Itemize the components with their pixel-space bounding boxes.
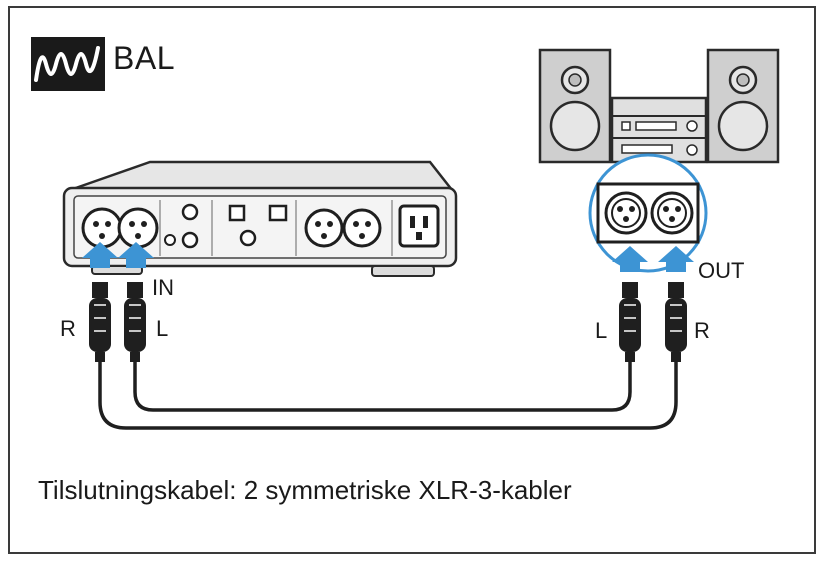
left-channel-label-amp: L (156, 316, 169, 341)
input-label: IN (152, 275, 174, 300)
output-label: OUT (698, 258, 745, 283)
cable-caption: Tilslutningskabel: 2 symmetriske XLR-3-k… (38, 475, 572, 505)
xlr-input-right-icon (81, 207, 123, 249)
xlr-plug-right (89, 282, 111, 362)
left-channel-label-stereo: L (595, 318, 608, 343)
xlr-plug-left (124, 282, 146, 362)
power-inlet-icon (398, 204, 440, 248)
xlr-plug-stereo-right (665, 282, 687, 362)
right-channel-label-amp: R (60, 316, 76, 341)
stereo-system-icon (538, 48, 780, 164)
balanced-label: BAL (113, 40, 175, 76)
output-arrows (612, 246, 694, 272)
xlr-cables (98, 358, 678, 430)
xlr-plug-stereo-left (619, 282, 641, 362)
input-arrows (82, 242, 154, 268)
sine-wave-icon (31, 37, 105, 91)
stereo-xlr-inputs-detail (588, 153, 708, 273)
headphone-amplifier (62, 160, 458, 277)
right-channel-label-stereo: R (694, 318, 710, 343)
xlr-input-left-icon (117, 207, 159, 249)
